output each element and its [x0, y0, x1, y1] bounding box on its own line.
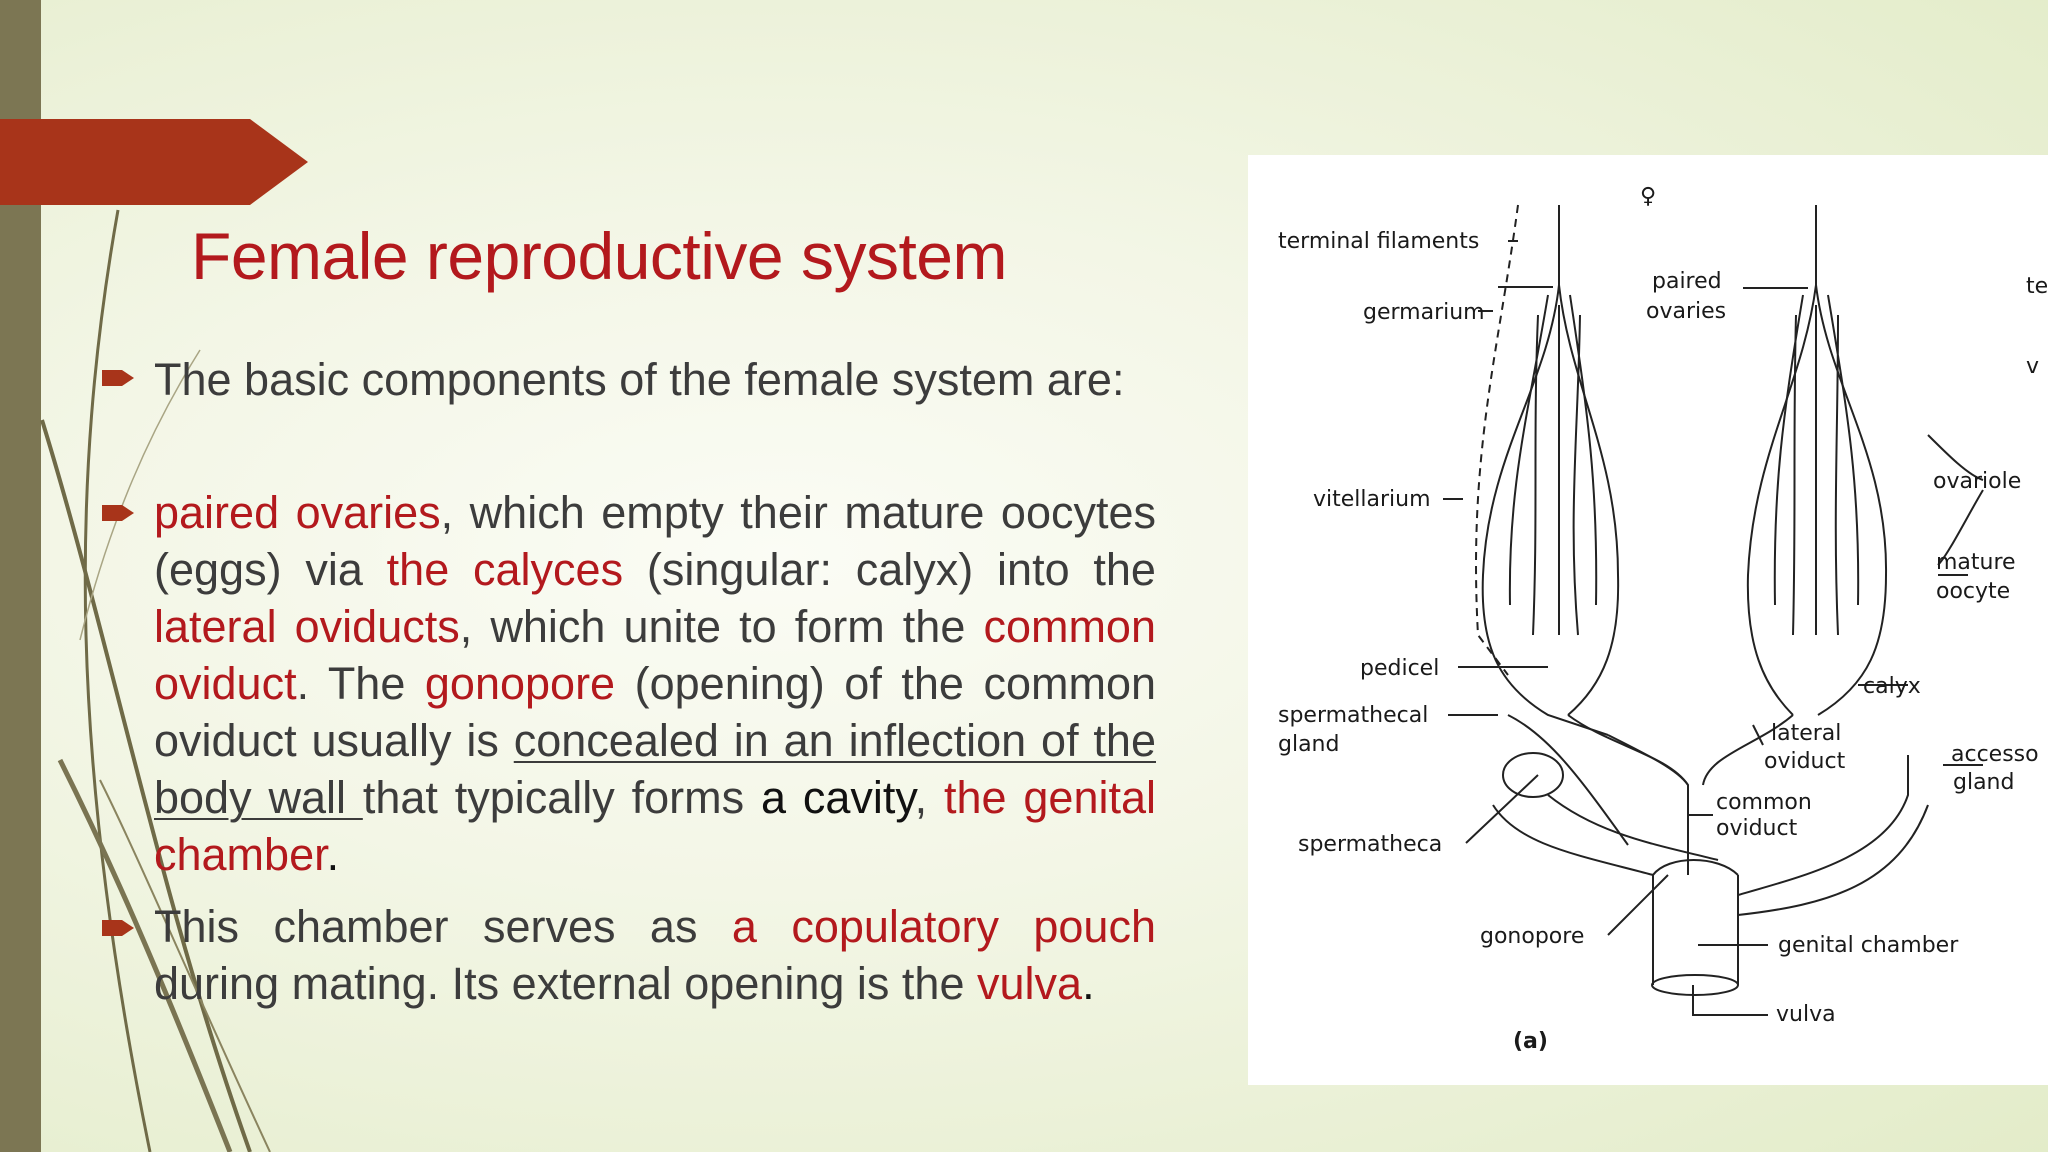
label-mature-oocyte: oocyte [1936, 579, 2010, 604]
label-cut-v: v [2026, 354, 2039, 379]
bullet-1: The basic components of the female syste… [154, 354, 1125, 405]
label-vitellarium: vitellarium [1313, 487, 1431, 512]
term-gonopore: gonopore [424, 658, 616, 709]
label-ovariole: ovariole [1933, 469, 2021, 494]
label-spermathecal-gland: spermathecal [1278, 703, 1428, 728]
title-tab-arrow [0, 119, 308, 205]
label-terminal-filaments: terminal filaments [1278, 229, 1479, 254]
reproductive-system-diagram: ♀ terminal filaments germarium paired ov… [1248, 155, 2048, 1085]
label-pedicel: pedicel [1360, 656, 1439, 681]
bullet-2: paired ovaries, which empty their mature… [154, 487, 1157, 880]
bullet-arrow-icon [102, 370, 134, 386]
label-vulva: vulva [1776, 1002, 1836, 1027]
term-lateral-oviducts: lateral oviducts [154, 601, 460, 652]
label-lateral-oviduct: lateral [1771, 721, 1841, 746]
term-common-oviduct: common oviduct [154, 601, 1156, 709]
decorative-curves [40, 209, 271, 1152]
female-symbol-icon: ♀ [1640, 184, 1656, 209]
slide-title: Female reproductive system [191, 219, 1007, 293]
label-mature-oocyte: mature [1936, 550, 2016, 575]
label-common-oviduct: common [1716, 790, 1812, 815]
label-gonopore: gonopore [1480, 924, 1584, 949]
label-accessory-gland: accesso [1951, 742, 2039, 767]
label-paired-ovaries: ovaries [1646, 299, 1726, 324]
label-spermatheca: spermatheca [1298, 832, 1442, 857]
bullet-3: This chamber serves as a copulatory pouc… [154, 901, 1156, 1009]
underlined-phrase: concealed in an inflection of the body w… [154, 715, 1156, 823]
term-genital-chamber: the genital chamber [154, 772, 1156, 880]
term-paired-ovaries: paired ovaries [154, 487, 441, 538]
bullet-arrow-icon [102, 505, 134, 521]
label-genital-chamber: genital chamber [1778, 933, 1959, 958]
label-common-oviduct: oviduct [1716, 816, 1798, 841]
label-paired-ovaries: paired [1652, 269, 1722, 294]
term-copulatory-pouch: a copulatory pouch [731, 901, 1156, 952]
figure-caption: (a) [1513, 1029, 1548, 1054]
bullet-arrow-icon [102, 920, 134, 936]
label-germarium: germarium [1363, 300, 1485, 325]
label-spermathecal-gland: gland [1278, 732, 1339, 757]
term-vulva: vulva [977, 958, 1083, 1009]
label-calyx: calyx [1863, 674, 1921, 699]
term-calyces: the calyces [386, 544, 624, 595]
label-cut-te: te [2026, 274, 2048, 299]
label-accessory-gland: gland [1953, 770, 2014, 795]
label-lateral-oviduct: oviduct [1764, 749, 1846, 774]
